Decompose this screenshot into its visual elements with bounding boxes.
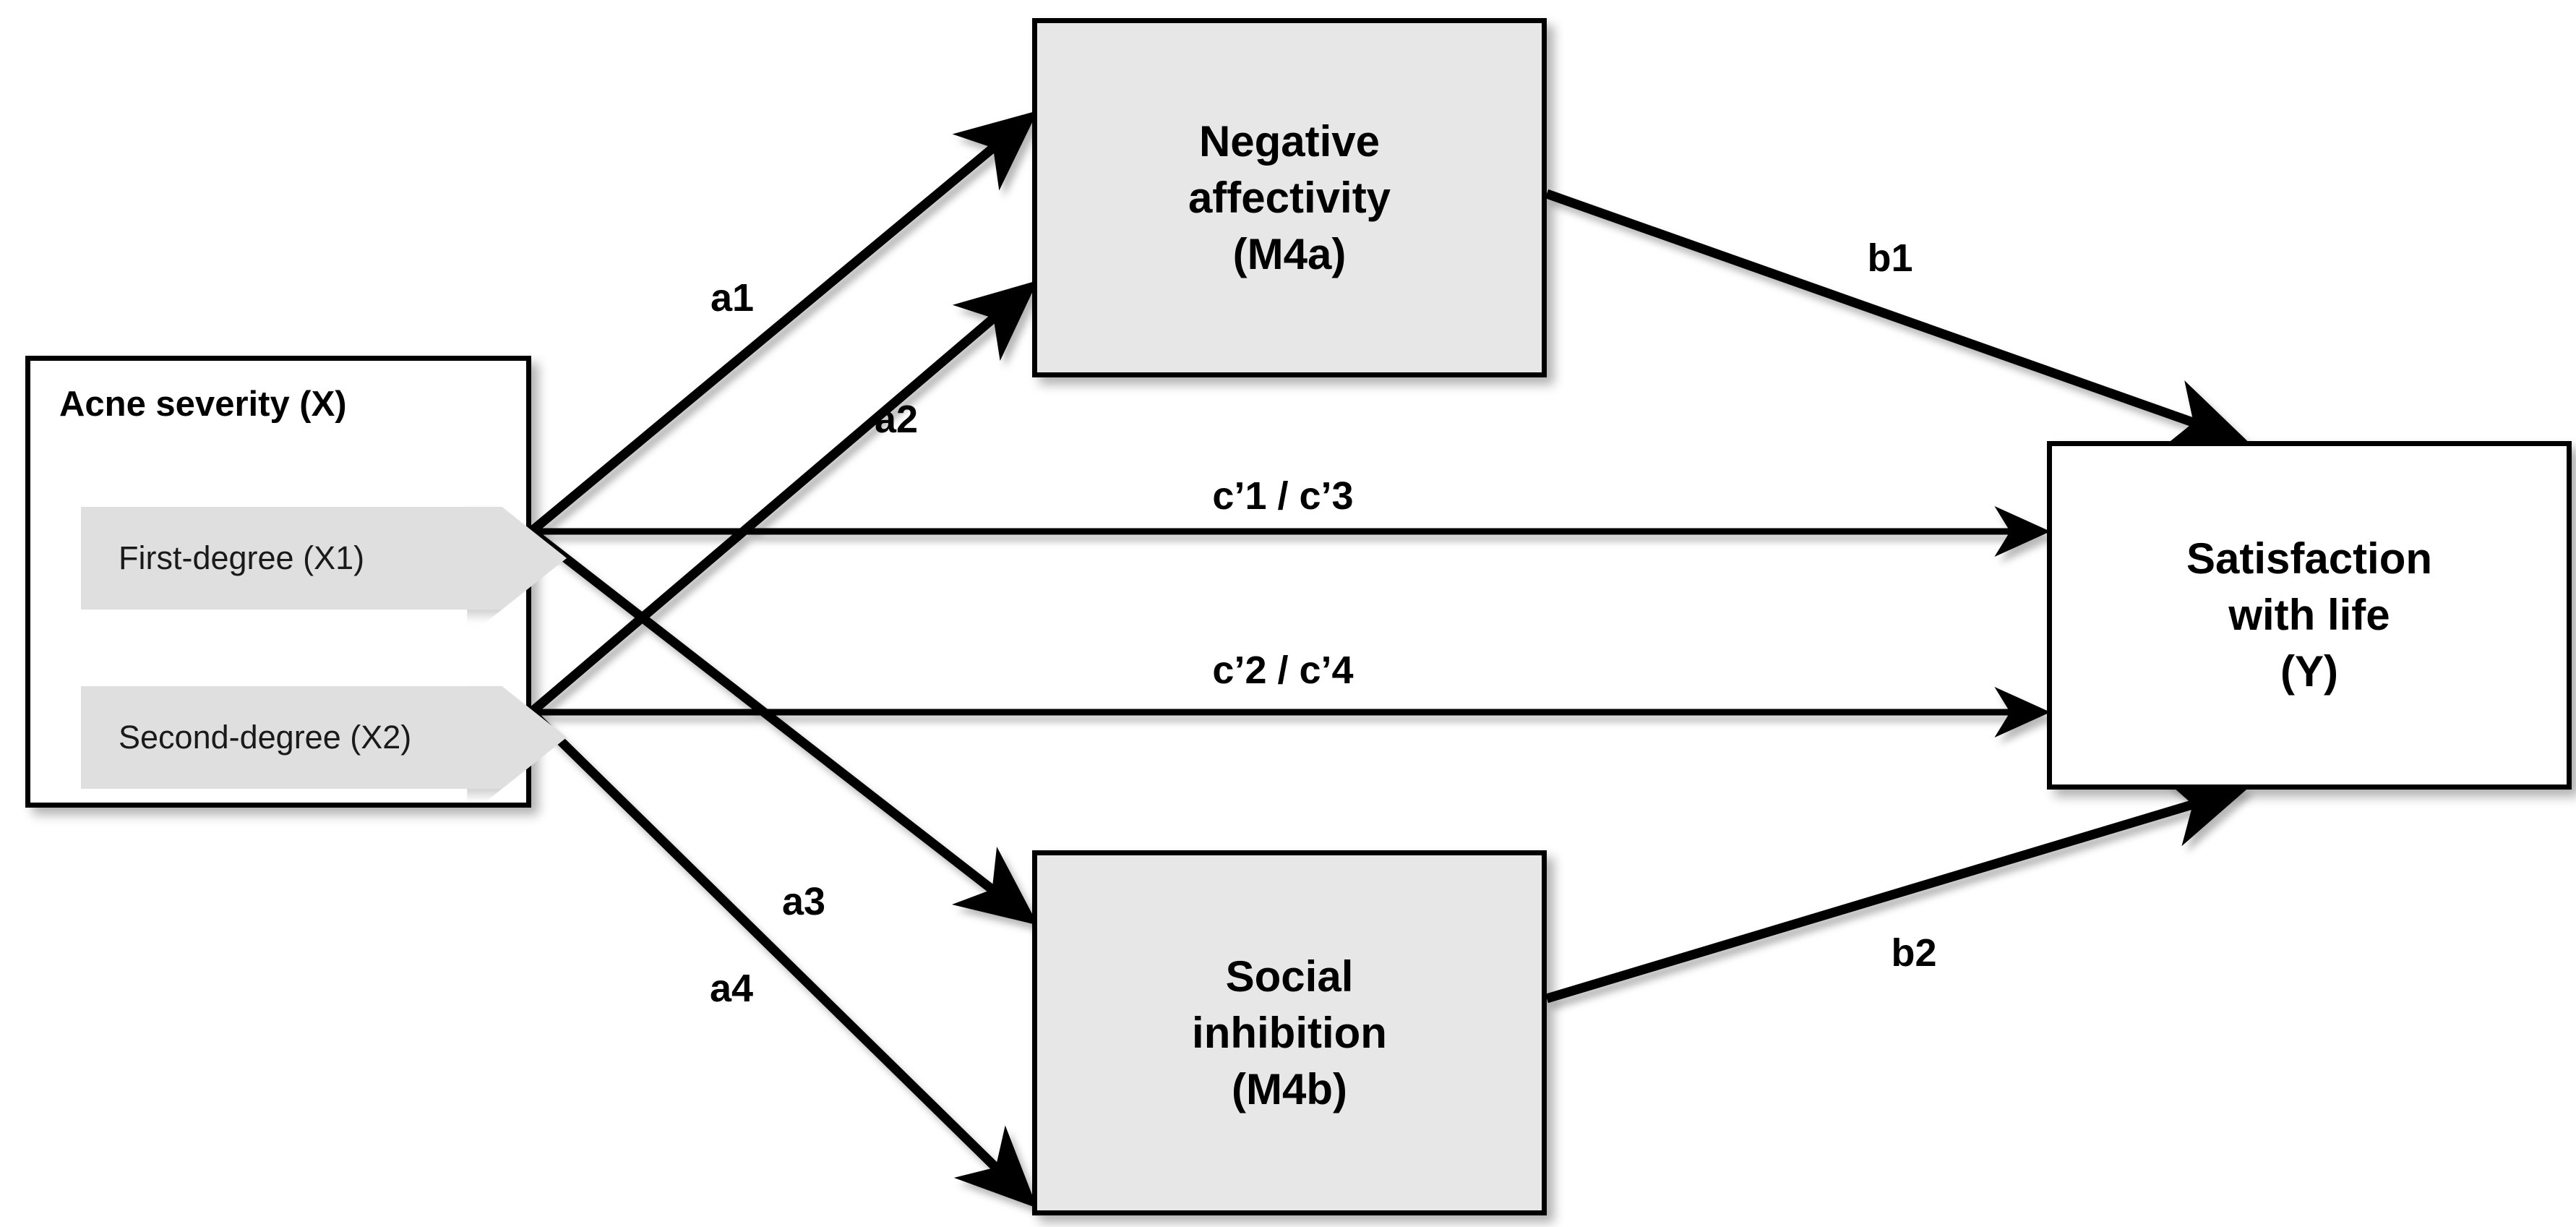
path-line-a2: [528, 280, 1038, 716]
node-box-social-inhibition[interactable]: Social inhibition (M4b): [1032, 850, 1547, 1215]
path-label-b1: b1: [1867, 236, 1913, 280]
path-line-b2: [1545, 776, 2249, 1004]
path-label-b2: b2: [1891, 931, 1937, 975]
node-label-social-inhibition: Social inhibition (M4b): [1192, 952, 1387, 1113]
path-label-a3: a3: [781, 880, 826, 923]
node-box-negative-affectivity[interactable]: Negative affectivity (M4a): [1032, 18, 1547, 377]
path-label-cprime13: c’1 / c’3: [1212, 474, 1354, 518]
path-line-a4: [528, 709, 1038, 1208]
node-label-negative-affectivity: Negative affectivity (M4a): [1188, 116, 1391, 278]
indicator-label-first-degree: First-degree (X1): [119, 539, 365, 576]
path-label-a2: a2: [874, 398, 919, 441]
path-line-a1: [528, 111, 1039, 536]
indicator-arrow-second-degree[interactable]: Second-degree (X2): [81, 686, 567, 789]
node-title-acne-severity: Acne severity (X): [59, 385, 347, 424]
node-label-satisfaction-with-life: Satisfaction with life (Y): [2186, 534, 2433, 696]
path-label-a4: a4: [709, 967, 754, 1010]
node-box-acne-severity[interactable]: Acne severity (X) First-degree (X1) Seco…: [25, 356, 567, 808]
indicator-label-second-degree: Second-degree (X2): [119, 719, 412, 756]
path-label-cprime24: c’2 / c’4: [1212, 649, 1354, 692]
node-box-satisfaction-with-life[interactable]: Satisfaction with life (Y): [2047, 441, 2572, 790]
path-line-a3: [528, 527, 1039, 925]
path-label-a1: a1: [710, 276, 755, 320]
path-line-b1: [1545, 189, 2249, 450]
indicator-arrow-first-degree[interactable]: First-degree (X1): [81, 507, 567, 610]
